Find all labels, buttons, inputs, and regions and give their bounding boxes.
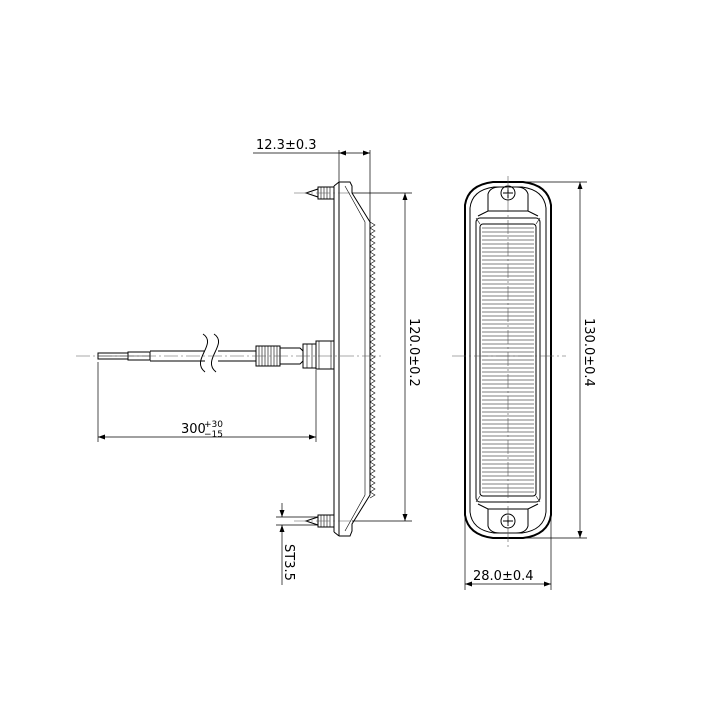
dimension-screw-label: ST3.5 [281,544,296,581]
dimension-depth: 12.3±0.3 [253,138,371,222]
lens-edge [369,221,376,499]
front-view [452,176,566,548]
cable [97,333,256,373]
dimension-cable-tol-plus: +30 [204,420,223,430]
mounting-screw-top [294,186,350,200]
mounting-screw-bottom [294,514,350,528]
dimension-cable-length: 300 +30 −15 [97,362,317,442]
dimension-width-front-label: 28.0±0.4 [473,569,534,584]
dimension-screw: ST3.5 [276,503,318,585]
dimension-depth-label: 12.3±0.3 [256,138,317,153]
side-view [76,181,382,537]
dimension-cable-length-label: 300 [181,422,206,437]
dimension-height-side: 120.0±0.2 [352,192,421,522]
dimension-height-side-label: 120.0±0.2 [406,318,421,387]
dimension-cable-tol-minus: −15 [204,430,223,440]
dimension-height-front-label: 130.0±0.4 [581,318,596,387]
dimension-height-front: 130.0±0.4 [523,181,596,539]
dimension-width-front: 28.0±0.4 [464,515,552,590]
